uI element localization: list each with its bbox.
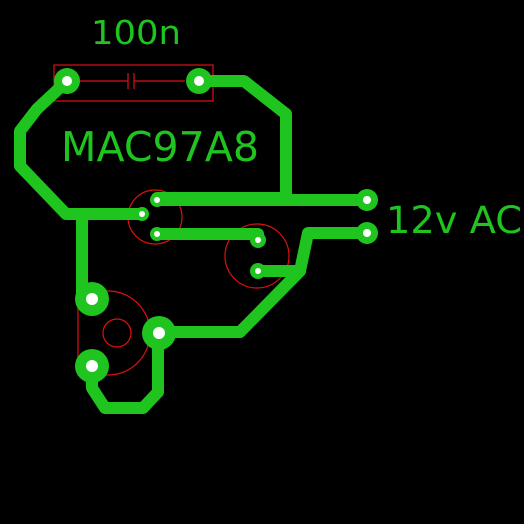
input-pad-bottom — [356, 222, 378, 244]
bridge-pad-top — [75, 282, 109, 316]
led-pad-top — [250, 232, 266, 248]
bridge-pad-right — [142, 316, 176, 350]
triac-pad-top — [150, 193, 164, 207]
bridge-pad-bottom — [75, 349, 109, 383]
trace-led-to-input — [252, 227, 373, 277]
component-name-label: MAC97A8 — [61, 123, 259, 171]
capacitor-pad-1 — [54, 68, 80, 94]
trace-triac-to-led — [151, 228, 264, 246]
triac-pad-bottom — [150, 227, 164, 241]
trace-bridge-loop — [86, 326, 164, 414]
triac-pad-middle — [135, 207, 149, 221]
led-pad-bottom — [250, 263, 266, 279]
capacitor-value-label: 100n — [91, 13, 181, 52]
pads — [54, 68, 378, 383]
trace-led-to-bridge — [155, 265, 306, 338]
led-body-outline — [224, 223, 290, 289]
input-pad-top — [356, 189, 378, 211]
capacitor-pad-2 — [186, 68, 212, 94]
input-voltage-label: 12v AC — [386, 199, 522, 242]
bridge-center-hole — [102, 318, 132, 348]
copper-traces — [14, 75, 373, 414]
